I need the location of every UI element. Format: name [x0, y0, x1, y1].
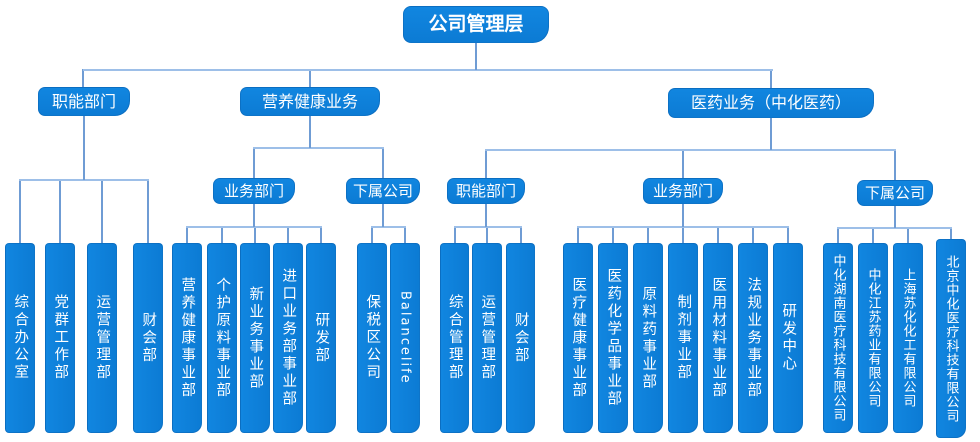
- leaf-node: 法规业务事业部: [738, 243, 768, 433]
- branch-pharma-business: 医药业务（中化医药）: [668, 88, 874, 118]
- connector-line: [101, 179, 103, 243]
- leaf-node: 党群工作部: [45, 243, 75, 433]
- connector-line: [382, 204, 384, 227]
- leaf-node: 制剂事业部: [668, 243, 698, 433]
- leaf-node: 上海苏化化工有限公司: [893, 243, 923, 433]
- group-pharma-business-departments: 业务部门: [643, 178, 723, 204]
- connector-line: [770, 118, 772, 150]
- connector-line: [682, 226, 684, 243]
- leaf-node: 个护原料事业部: [207, 243, 237, 433]
- leaf-node: Balancelife: [390, 243, 420, 433]
- leaf-node: 医药化学品事业部: [598, 243, 628, 433]
- leaf-node: 财会部: [506, 243, 535, 433]
- connector-line: [577, 226, 579, 243]
- connector-line: [371, 226, 406, 228]
- connector-line: [19, 179, 149, 181]
- connector-line: [253, 147, 255, 178]
- connector-line: [309, 116, 311, 148]
- connector-line: [647, 226, 649, 243]
- connector-line: [485, 149, 487, 178]
- connector-line: [717, 226, 719, 243]
- leaf-node: 北京中化医疗科技有限公司: [936, 239, 966, 438]
- branch-nutrition-health-business: 营养健康业务: [240, 87, 380, 116]
- connector-line: [186, 226, 322, 228]
- connector-line: [770, 69, 772, 89]
- connector-line: [454, 226, 522, 228]
- connector-line: [682, 149, 684, 178]
- leaf-node: 新业务事业部: [240, 243, 270, 433]
- leaf-node: 综合管理部: [440, 243, 469, 433]
- connector-line: [83, 115, 85, 180]
- connector-line: [485, 149, 896, 151]
- connector-line: [612, 226, 614, 243]
- leaf-node: 运营管理部: [87, 243, 117, 433]
- connector-line: [475, 43, 477, 70]
- leaf-node: 运营管理部: [472, 243, 502, 433]
- connector-line: [682, 204, 684, 227]
- connector-line: [59, 179, 61, 243]
- leaf-node: 原料药事业部: [633, 243, 663, 433]
- connector-line: [454, 226, 456, 243]
- node-company-management: 公司管理层: [403, 6, 549, 43]
- connector-line: [787, 226, 789, 243]
- connector-line: [752, 226, 754, 243]
- connector-line: [186, 226, 188, 243]
- connector-line: [894, 149, 896, 180]
- leaf-node: 营养健康事业部: [172, 243, 202, 433]
- connector-line: [486, 226, 488, 243]
- connector-line: [577, 226, 789, 228]
- group-nutrition-business-departments: 业务部门: [213, 178, 295, 204]
- connector-line: [320, 226, 322, 243]
- leaf-node: 医疗健康事业部: [563, 243, 593, 433]
- connector-line: [147, 179, 149, 243]
- leaf-node: 研发中心: [773, 243, 803, 433]
- leaf-node: 研发部: [306, 243, 336, 433]
- leaf-node: 保税区公司: [357, 243, 387, 433]
- leaf-node: 中化江苏药业有限公司: [858, 243, 888, 433]
- leaf-node: 进口业务部事业部: [273, 243, 303, 433]
- connector-line: [309, 69, 311, 88]
- connector-line: [83, 69, 773, 71]
- connector-line: [404, 226, 406, 243]
- connector-line: [253, 147, 384, 149]
- connector-line: [382, 147, 384, 178]
- group-pharma-functional-departments: 职能部门: [447, 178, 525, 204]
- connector-line: [19, 179, 21, 243]
- leaf-node: 财会部: [133, 243, 163, 433]
- connector-line: [221, 226, 223, 243]
- group-pharma-subsidiaries: 下属公司: [857, 180, 933, 206]
- connector-line: [950, 227, 952, 239]
- leaf-node: 中化湖南医疗科技有限公司: [823, 243, 853, 433]
- connector-line: [872, 227, 874, 243]
- leaf-node: 综合办公室: [5, 243, 35, 433]
- leaf-node: 医用材料事业部: [703, 243, 733, 433]
- connector-line: [837, 227, 952, 229]
- connector-line: [907, 227, 909, 243]
- connector-line: [371, 226, 373, 243]
- connector-line: [520, 226, 522, 243]
- connector-line: [82, 69, 84, 88]
- connector-line: [287, 226, 289, 243]
- group-nutrition-subsidiaries: 下属公司: [346, 178, 420, 204]
- connector-line: [253, 204, 255, 227]
- connector-line: [254, 226, 256, 243]
- branch-functional-departments: 职能部门: [38, 87, 130, 116]
- connector-line: [837, 227, 839, 243]
- connector-line: [485, 204, 487, 227]
- connector-line: [894, 206, 896, 228]
